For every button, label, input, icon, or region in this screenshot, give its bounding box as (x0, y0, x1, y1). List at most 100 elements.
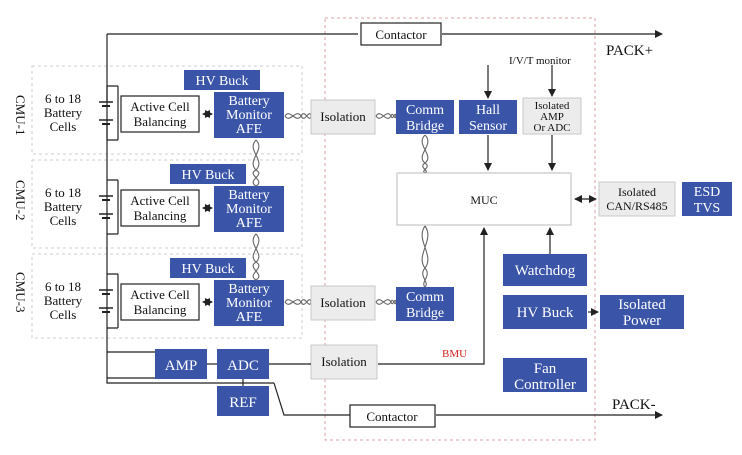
iso-can-line2: CAN/RS485 (606, 199, 667, 213)
cmu1-label: CMU-1 (13, 95, 28, 135)
battery-monitor-afe-3 (214, 280, 284, 326)
isolation-2 (310, 285, 376, 321)
hv-buck-cmu2-label: HV Buck (181, 168, 234, 183)
iso-can-line1: Isolated (618, 185, 656, 199)
hv-buck-cmu3 (170, 258, 246, 278)
hall-line2: Sensor (469, 119, 507, 134)
muc-label: MUC (470, 193, 497, 207)
afe-2-line2: Monitor (226, 202, 272, 217)
iso-power-line1: Isolated (618, 297, 666, 313)
twisted-pair-iso1-comm (375, 113, 397, 119)
cells-3-line2: Battery (44, 293, 83, 308)
ref-block (217, 386, 269, 416)
hv-buck-cmu3-label: HV Buck (181, 262, 234, 277)
iso-amp-line1: Isolated (535, 100, 570, 112)
battery-monitor-afe-2 (214, 186, 284, 232)
comm-1-line1: Comm (406, 103, 444, 118)
twisted-pair-afe-1-2 (252, 139, 260, 187)
watchdog (503, 254, 587, 286)
cells-2-line3: Cells (50, 213, 77, 228)
switch-wire (273, 382, 350, 416)
cells-3-line3: Cells (50, 307, 77, 322)
afe-2-line1: Battery (228, 188, 269, 203)
amp-label: AMP (165, 358, 198, 374)
fan-line1: Fan (534, 361, 557, 377)
fan-line2: Controller (514, 377, 576, 393)
adc-label: ADC (227, 358, 259, 374)
main-bus-wire (106, 34, 274, 384)
hv-buck-bmu-label: HV Buck (517, 305, 574, 321)
isolation-3 (310, 344, 378, 380)
cmu3-label: CMU-3 (13, 272, 28, 312)
ivt-monitor-label: I/V/T monitor (509, 55, 571, 67)
muc (396, 172, 572, 226)
afe-1-line1: Battery (228, 94, 269, 109)
isolation-1-label: Isolation (320, 109, 366, 124)
acb-1-line2: Balancing (134, 114, 187, 129)
acb-3-line2: Balancing (134, 302, 187, 317)
cmu3-region (31, 253, 303, 339)
cmu2-region (31, 159, 303, 249)
esd-line1: ESD (694, 185, 720, 200)
bmu-label: BMU (442, 348, 467, 360)
twisted-pair-afe1-isolation (284, 113, 312, 119)
cmu2-label: CMU-2 (13, 180, 28, 220)
comm-2-line2: Bridge (406, 306, 444, 321)
pack-plus-label: PACK+ (606, 43, 653, 59)
iso-amp-line2: AMP (540, 111, 564, 123)
contactor-top-label: Contactor (375, 27, 427, 42)
afe-1-line2: Monitor (226, 108, 272, 123)
isolated-power (600, 295, 684, 329)
afe-3-line1: Battery (228, 282, 269, 297)
acb-1-line1: Active Cell (130, 99, 190, 114)
twisted-pair-afe-2-3 (252, 233, 260, 281)
hall-sensor (459, 100, 517, 134)
esd-line2: TVS (694, 201, 720, 216)
active-cell-balancing-1 (120, 95, 200, 133)
active-cell-balancing-2 (120, 189, 200, 227)
afe-2-line3: AFE (236, 216, 262, 231)
cells-1-line3: Cells (50, 119, 77, 134)
hall-line1: Hall (476, 103, 500, 118)
acb-3-line1: Active Cell (130, 287, 190, 302)
hv-buck-cmu1-label: HV Buck (195, 74, 248, 89)
hv-buck-cmu2 (170, 164, 246, 184)
iso-power-line2: Power (623, 313, 661, 329)
fan-controller (503, 358, 587, 392)
ref-label: REF (229, 395, 257, 411)
amp-block (155, 349, 207, 379)
cells-1-line2: Battery (44, 105, 83, 120)
isolated-can-rs485 (598, 181, 676, 217)
bmu-region (324, 17, 596, 441)
contactor-bottom (349, 404, 436, 428)
twisted-pair-muc-comm2 (421, 225, 429, 288)
isolation-1 (310, 99, 376, 135)
afe-3-line3: AFE (236, 310, 262, 325)
cmu1-region (31, 65, 303, 155)
comm-bridge-1 (396, 100, 454, 134)
acb-2-line2: Balancing (134, 208, 187, 223)
contactor-top (360, 22, 442, 46)
watchdog-label: Watchdog (515, 263, 576, 279)
iso-amp-line3: Or ADC (534, 122, 571, 134)
pack-minus-label: PACK- (612, 397, 656, 413)
comm-bridge-2 (396, 287, 454, 321)
hv-buck-cmu1 (184, 70, 260, 90)
isolation-2-label: Isolation (320, 295, 366, 310)
active-cell-balancing-3 (120, 283, 200, 321)
cells-1-line1: 6 to 18 (45, 91, 81, 106)
comm-1-line2: Bridge (406, 119, 444, 134)
acb-2-line1: Active Cell (130, 193, 190, 208)
adc-block (217, 349, 269, 379)
cells-2-line1: 6 to 18 (45, 185, 81, 200)
contactor-bottom-label: Contactor (366, 409, 418, 424)
isolation-3-label: Isolation (321, 354, 367, 369)
cmu1-cells-wiring (99, 85, 119, 141)
hv-buck-bmu (503, 295, 587, 329)
cells-2-line2: Battery (44, 199, 83, 214)
cmu3-cells-wiring (99, 273, 119, 329)
cmu2-cells-wiring (99, 179, 119, 235)
isolated-amp-or-adc (522, 97, 582, 135)
battery-monitor-afe-1 (214, 92, 284, 138)
